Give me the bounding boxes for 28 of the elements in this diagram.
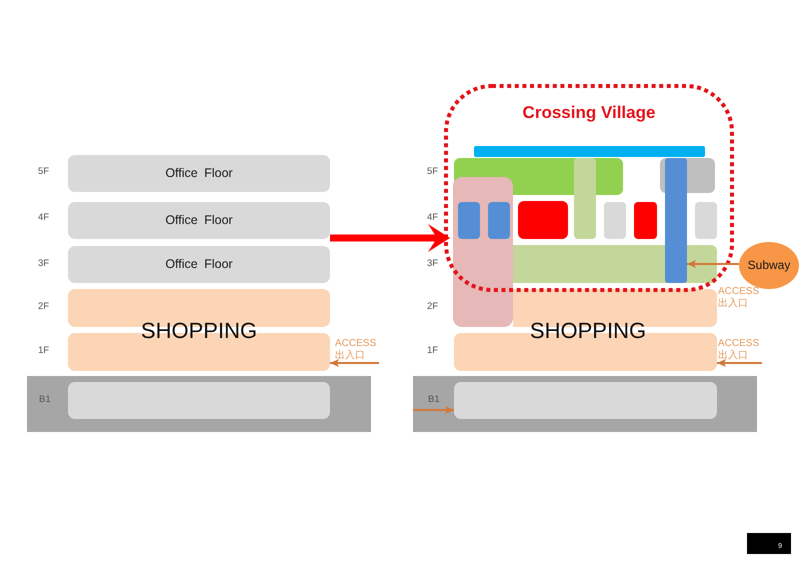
arrow [330,224,450,252]
arrow [330,359,379,367]
arrow [413,406,454,414]
floor-label: 1F [38,345,50,357]
floor-label: 3F [38,258,50,270]
floor-label: B1 [39,394,51,406]
floor-label: 2F [427,301,438,313]
floor-label: 3F [427,258,438,270]
access-label: ACCESS 出入口 [718,338,762,362]
office-floor-box: Office Floor [68,202,330,239]
floor-label: 4F [38,212,50,224]
access-label: ACCESS 出入口 [718,286,760,309]
office-floor-box: Office Floor [68,246,330,283]
floor-label: 2F [38,301,50,313]
floor-label: 1F [427,345,438,357]
region-title: Crossing Village [522,102,656,124]
floor-label: 4F [427,212,438,224]
basement-band [413,376,757,432]
arrow [717,359,762,367]
floor-label: 5F [38,166,50,178]
access-label: ACCESS 出入口 [335,338,379,362]
basement-floor-box [68,382,330,419]
office-floor-box: Office Floor [68,155,330,192]
basement-band [27,376,371,432]
zone-label: SHOPPING [140,318,258,344]
basement-floor-box [454,382,717,419]
floor-label: 5F [427,166,438,178]
floor-label: B1 [428,394,440,406]
